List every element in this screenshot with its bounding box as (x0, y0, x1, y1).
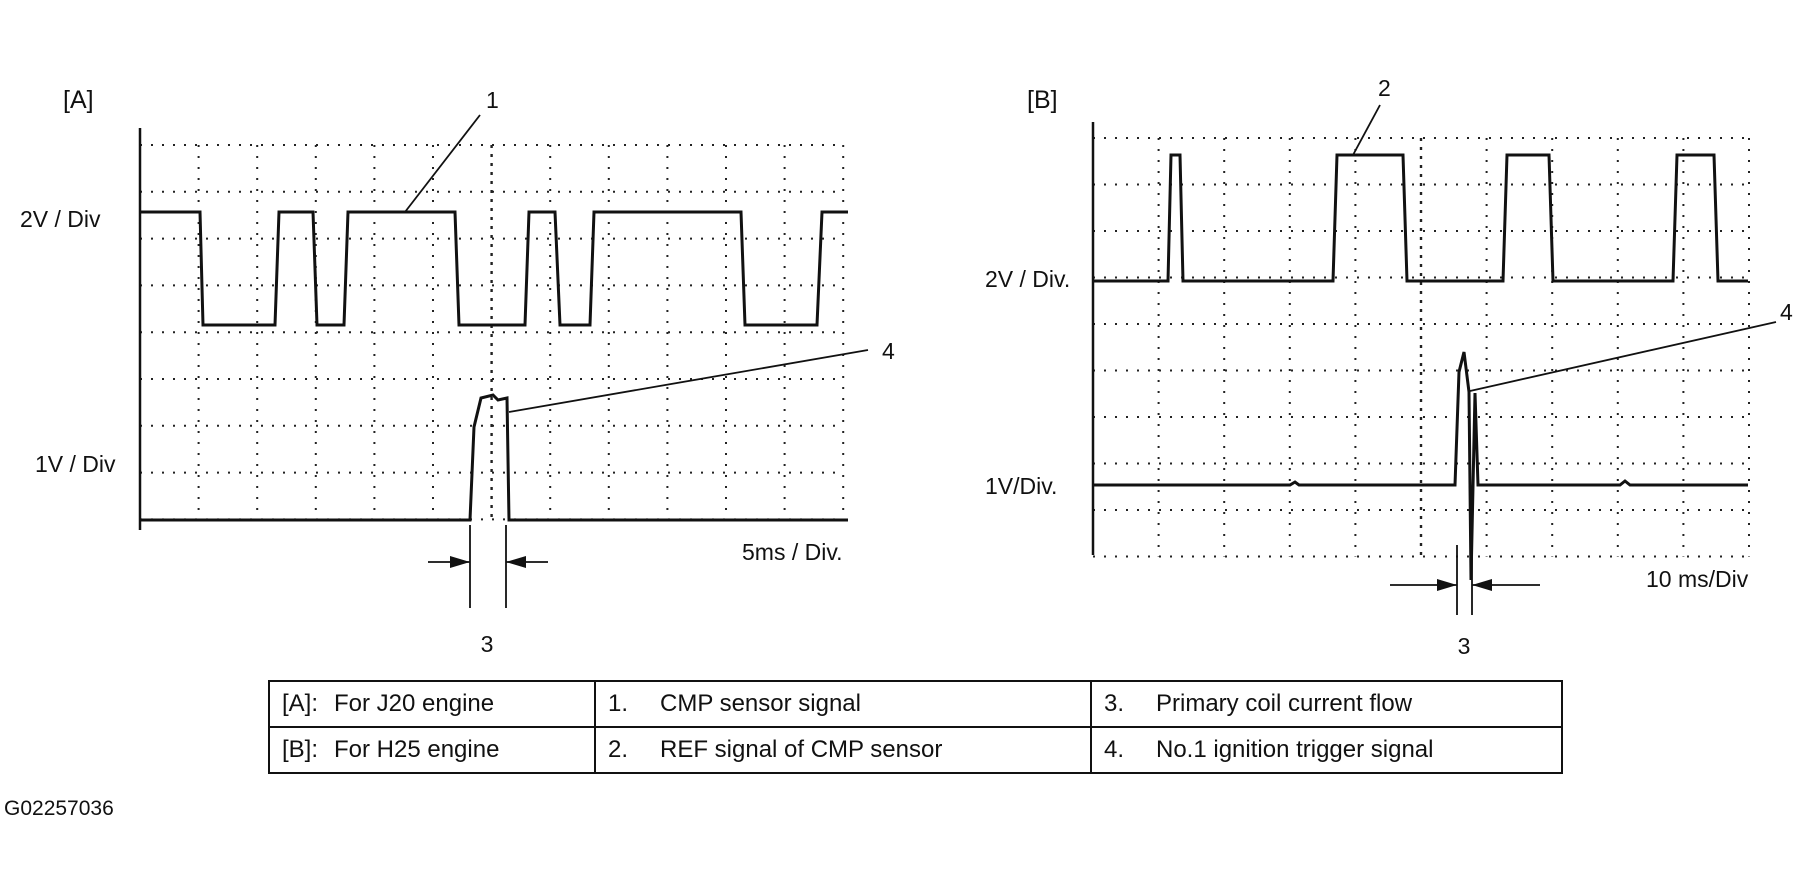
legend-cell: 2. REF signal of CMP sensor (594, 726, 1092, 774)
legend-text: REF signal of CMP sensor (660, 736, 943, 763)
legend-text: For J20 engine (334, 690, 495, 717)
panel-a-label: [A] (63, 86, 94, 114)
panel-a-timebase: 5ms / Div. (742, 539, 843, 565)
legend-row: [A]: For J20 engine 1. CMP sensor signal 3… (268, 680, 1563, 728)
panel-a-cmp-signal-trace (140, 210, 848, 327)
panel-b-trigger-trace (1093, 351, 1748, 581)
panel-b-callout-3: 3 (1458, 633, 1471, 659)
panel-b-coil-arrow-right (1472, 579, 1492, 591)
panel-a-scale-upper: 2V / Div (20, 206, 101, 232)
panel-a-coil-arrow-right (506, 556, 526, 568)
panel-b-scale-lower: 1V/Div. (985, 473, 1057, 499)
panel-a-scale-lower: 1V / Div (35, 451, 116, 477)
panel-b-leader-4 (1469, 321, 1777, 392)
legend-cell: [A]: For J20 engine (268, 680, 596, 728)
figure-id: G02257036 (4, 797, 114, 820)
panel-a-callout-4: 4 (882, 338, 895, 364)
legend-text: No.1 ignition trigger signal (1156, 736, 1434, 763)
panel-b-grid (1093, 137, 1750, 558)
legend-table: [A]: For J20 engine 1. CMP sensor signal 3… (268, 680, 1563, 774)
legend-key: [B]: (282, 736, 319, 763)
panel-a-callout-3: 3 (481, 631, 494, 657)
legend-key: 3. (1104, 690, 1125, 717)
panel-b-callout-2: 2 (1378, 75, 1391, 101)
legend-key: 2. (608, 736, 629, 763)
panel-b-leader-2 (1352, 104, 1381, 156)
legend-cell: 3. Primary coil current flow (1090, 680, 1563, 728)
panel-a-leader-1 (404, 114, 481, 213)
panel-a-leader-4 (508, 349, 869, 413)
panel-a: [A] 2V / Div 1V / Div 5ms / Div. 1 4 3 (20, 86, 895, 657)
panel-b-timebase: 10 ms/Div (1646, 566, 1749, 592)
panel-a-grid (140, 144, 845, 521)
panel-a-coil-arrow-left (450, 556, 470, 568)
panel-b-scale-upper: 2V / Div. (985, 266, 1070, 292)
legend-key: 1. (608, 690, 629, 717)
panel-b: [B] 2V / Div. 1V/Div. 10 ms/Div 2 4 3 (985, 75, 1793, 659)
legend-cell: 1. CMP sensor signal (594, 680, 1092, 728)
panel-a-callout-1: 1 (486, 87, 499, 113)
legend-key: 4. (1104, 736, 1125, 763)
legend-cell: 4. No.1 ignition trigger signal (1090, 726, 1563, 774)
legend-text: CMP sensor signal (660, 690, 861, 717)
legend-key: [A]: (282, 690, 319, 717)
panel-b-label: [B] (1027, 86, 1058, 114)
panel-b-callout-4: 4 (1780, 299, 1793, 325)
legend-row: [B]: For H25 engine 2. REF signal of CMP s… (268, 726, 1563, 774)
legend-cell: [B]: For H25 engine (268, 726, 596, 774)
legend-text: For H25 engine (334, 736, 500, 763)
panel-a-trigger-trace (140, 393, 848, 522)
panel-b-coil-arrow-left (1437, 579, 1457, 591)
legend-text: Primary coil current flow (1156, 690, 1413, 717)
panel-b-ref-signal-trace (1093, 153, 1748, 283)
